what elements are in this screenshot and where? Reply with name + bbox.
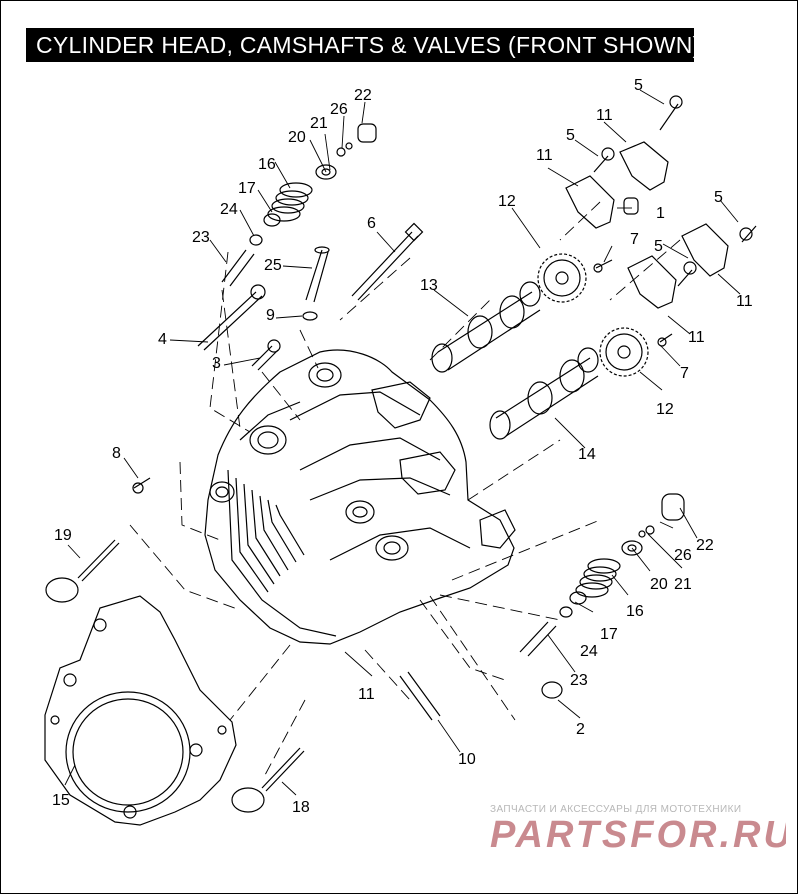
callout-17: 17 [238,180,256,197]
callout-16: 16 [626,603,644,620]
callout-21: 21 [674,576,692,593]
bolt-4 [197,284,266,351]
callout-24: 24 [580,643,598,660]
callout-5: 5 [654,238,663,255]
callout-9: 9 [266,307,275,324]
callout-5: 5 [714,189,723,206]
keeper-26b [638,525,655,538]
callout-11: 11 [736,293,753,310]
guide-25 [305,246,330,303]
page-title: CYLINDER HEAD, CAMSHAFTS & VALVES (FRONT… [26,28,700,62]
callout-8: 8 [112,445,121,462]
bolt-8 [132,477,151,494]
bolt-7b [657,333,673,347]
washer-24b [559,606,573,618]
callout-14: 14 [578,446,596,463]
callout-6: 6 [367,215,376,232]
camshaft-14 [489,347,599,440]
exhaust-valve [231,747,305,813]
callout-25: 25 [264,257,282,274]
callout-23: 23 [192,229,210,246]
cam-cap-lower [627,223,729,309]
callout-26: 26 [330,101,348,118]
assembly-dash-lines [129,201,681,776]
cap-bolts [593,95,757,287]
retainer-20a [315,164,337,180]
cam-cap-upper [565,141,669,229]
callout-11: 11 [596,107,613,124]
intake-valve [45,539,120,603]
valve-cap-22b [661,493,685,521]
valve-cap-22a [357,123,377,143]
callout-12: 12 [656,401,674,418]
callout-7: 7 [630,231,639,248]
spring-16b [575,558,621,598]
callout-12: 12 [498,193,516,210]
retainer-20b [621,540,643,556]
leader-lines [64,89,741,796]
callout-2: 2 [576,721,585,738]
oring-9 [302,311,318,321]
callout-4: 4 [158,331,167,348]
callout-11: 11 [358,686,375,703]
bolt-7a [593,259,613,273]
callout-21: 21 [310,115,328,132]
callout-17: 17 [600,626,618,643]
callout-26: 26 [674,547,692,564]
svg-text:PARTSFOR.RU: PARTSFOR.RU [490,814,786,855]
callout-22: 22 [696,537,714,554]
callout-3: 3 [212,355,221,372]
sprocket-12b [599,327,649,377]
callout-1: 1 [656,205,665,222]
guide-23b [519,621,557,657]
watermark-logo: PARTSFOR.RU [490,814,786,855]
seal-17a [263,213,281,227]
callout-22: 22 [354,87,372,104]
callout-18: 18 [292,799,310,816]
stud-10 [399,671,441,721]
callout-20: 20 [650,576,668,593]
callout-11: 11 [536,147,553,164]
callout-23: 23 [570,672,588,689]
callout-19: 19 [54,527,72,544]
seal-17b [569,591,587,605]
sprocket-12a [537,253,587,303]
watermark-caption: ЗАПЧАСТИ И АКСЕССУАРЫ ДЛЯ МОТОТЕХНИКИ [490,804,742,815]
callout-16: 16 [258,156,276,173]
callout-5: 5 [634,77,643,94]
washer-24a [249,234,263,246]
stud-6 [351,222,424,301]
head-gasket [44,595,237,826]
dowel-1 [623,197,639,215]
camshaft-13 [431,281,541,373]
callout-10: 10 [458,751,476,768]
callout-24: 24 [220,201,238,218]
cylinder-head [204,349,516,645]
keeper-26a [336,142,353,157]
callout-13: 13 [420,277,438,294]
callout-5: 5 [566,127,575,144]
callout-11: 11 [688,329,705,346]
callout-7: 7 [680,365,689,382]
callout-20: 20 [288,129,306,146]
seal-2 [541,681,563,699]
bolt-3 [251,339,281,371]
callout-15: 15 [52,792,70,809]
spring-16a [267,182,313,222]
guide-23a [221,249,255,287]
